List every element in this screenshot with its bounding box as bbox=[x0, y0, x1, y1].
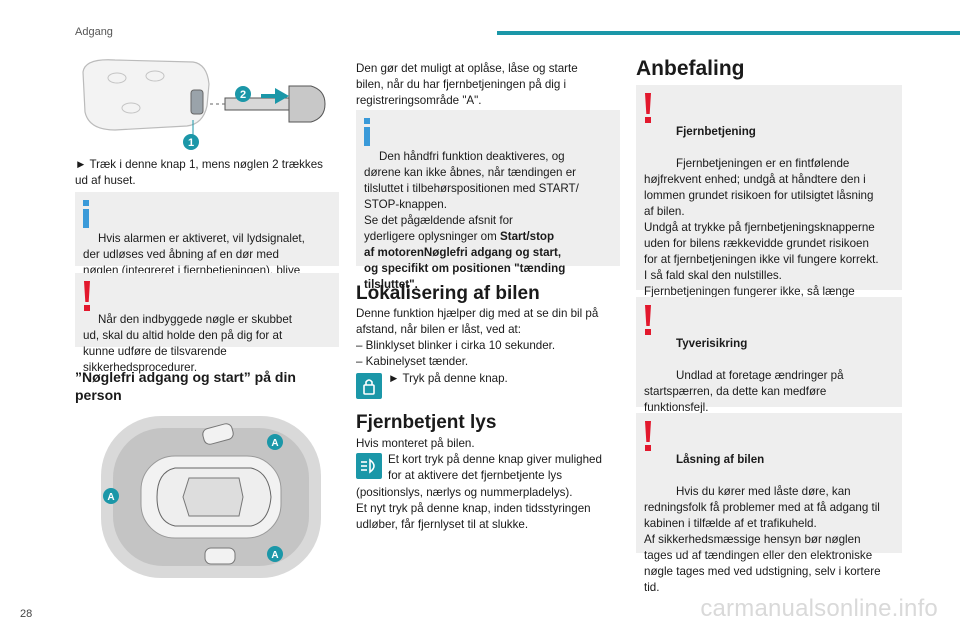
section-heading-recommendation: Anbefaling bbox=[636, 57, 745, 80]
page-number: 28 bbox=[20, 608, 33, 620]
warning-remote-first-line: Fjernbetjeningen er en fintfølende bbox=[676, 157, 850, 170]
remote-light-description: (positionslys, nærlys og nummerpladelys)… bbox=[356, 486, 591, 531]
info-icon bbox=[83, 200, 89, 228]
warning-immobiliser-first-line: Undlad at foretage ændringer på bbox=[676, 369, 844, 382]
warning-locking-title: Låsning af bilen bbox=[676, 453, 765, 466]
warning-icon bbox=[83, 281, 91, 311]
section-heading-remote-light: Fjernbetjent lys bbox=[356, 412, 497, 433]
remote-light-availability: Hvis monteret på bilen. bbox=[356, 437, 475, 450]
warning-immobiliser-title: Tyverisikring bbox=[676, 337, 748, 350]
warning-key-text: ud, skal du altid holde den på dig for a… bbox=[83, 329, 283, 374]
info-handsfree-text: dørene kan ikke åbnes, når tændingen er … bbox=[364, 166, 579, 243]
section-heading-locate: Lokalisering af bilen bbox=[356, 283, 540, 304]
warning-icon bbox=[644, 421, 652, 451]
lock-button-icon bbox=[356, 373, 382, 399]
callout-2-marker bbox=[235, 86, 251, 102]
warning-icon bbox=[644, 305, 652, 335]
remote-light-step-line1: Et kort tryk på denne knap giver mulighe… bbox=[388, 453, 602, 466]
info-alarm-first-line: Hvis alarmen er aktiveret, vil lydsignal… bbox=[98, 232, 305, 245]
warning-remote-title: Fjernbetjening bbox=[676, 125, 756, 138]
headlight-button-icon bbox=[356, 453, 382, 479]
zone-label-a-top: A bbox=[271, 438, 278, 449]
remote-light-step-line2: for at aktivere det fjernbetjente lys bbox=[388, 469, 562, 482]
vehicle-detection-zone-illustration: A A A bbox=[101, 416, 321, 578]
warning-key-first-line: Når den indbyggede nøgle er skubbet bbox=[98, 313, 293, 326]
info-box-alarm: Hvis alarmen er aktiveret, vil lydsignal… bbox=[75, 192, 339, 293]
callout-1-label: 1 bbox=[188, 137, 194, 149]
zone-label-a-left: A bbox=[107, 492, 114, 503]
zone-label-a-bottom: A bbox=[271, 550, 278, 561]
warning-box-remote: Fjernbetjening Fjernbetjeningen er en fi… bbox=[636, 85, 902, 330]
keyless-intro: Den gør det muligt at oplåse, låse og st… bbox=[356, 62, 578, 107]
callout-2-label: 2 bbox=[240, 89, 246, 101]
warning-locking-text: redningsfolk få problemer med at få adga… bbox=[644, 501, 881, 594]
info-handsfree-first-line: Den håndfri funktion deaktiveres, og bbox=[379, 150, 565, 163]
info-handsfree-link[interactable]: Start/stop af motorenNøglefri adgang og … bbox=[364, 230, 566, 291]
warning-box-locking: Låsning af bilen Hvis du kører med låste… bbox=[636, 413, 902, 594]
running-header: Adgang bbox=[75, 26, 113, 38]
warning-box-immobiliser: Tyverisikring Undlad at foretage ændring… bbox=[636, 297, 902, 446]
warning-icon bbox=[644, 93, 652, 123]
info-box-handsfree: Den håndfri funktion deaktiveres, og døre… bbox=[356, 110, 620, 291]
warning-locking-first-line: Hvis du kører med låste døre, kan bbox=[676, 485, 851, 498]
locate-description: Denne funktion hjælper dig med at se din… bbox=[356, 307, 599, 368]
info-icon bbox=[364, 118, 370, 146]
key-fob-illustration: 2 1 bbox=[82, 59, 326, 150]
callout-1-marker bbox=[183, 134, 199, 150]
locate-step: ► Tryk på denne knap. bbox=[388, 372, 508, 385]
warning-box-key: Når den indbyggede nøgle er skubbet ud, s… bbox=[75, 273, 339, 374]
header-accent-bar bbox=[497, 31, 960, 35]
watermark: carmanualsonline.info bbox=[700, 595, 938, 622]
section-heading-keyless: ”Nøglefri adgang og start” på din person bbox=[75, 369, 296, 403]
step-pull-button: ► Træk i denne knap 1, mens nøglen 2 træ… bbox=[75, 158, 323, 187]
